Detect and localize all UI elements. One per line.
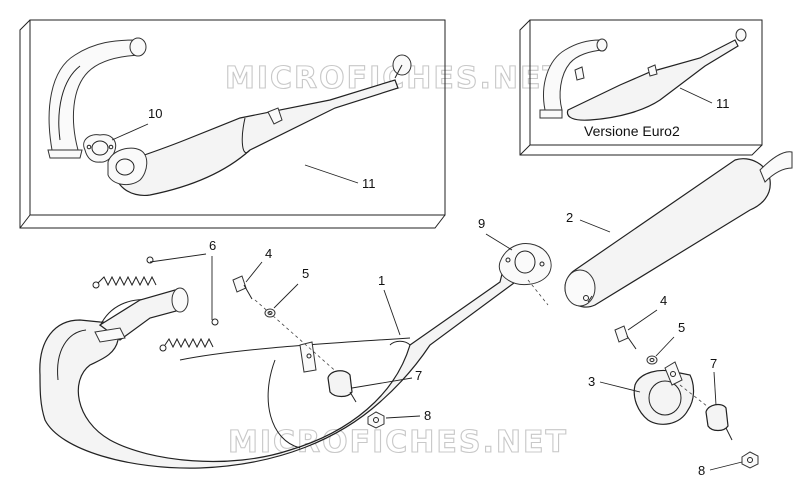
bolt-4-left [232,275,253,300]
spring-lower [159,318,219,352]
leader-9 [485,233,513,251]
leader-5-right [655,336,675,357]
clamp-3 [633,361,695,425]
callout-8-left: 8 [424,408,431,423]
chamber-bracket [299,341,317,373]
bolt-4-right [614,325,637,350]
nut-8-left [367,411,385,429]
callout-8-right: 8 [698,463,705,478]
leader-4-right [627,309,658,331]
callout-5-left: 5 [302,266,309,281]
leader-11-standard [304,164,359,184]
callout-7-right: 7 [710,356,717,371]
washer-5-right [646,355,658,365]
dash-9-to-2 [527,279,549,306]
gasket-9 [498,243,552,286]
leader-7-left [351,377,413,389]
nut-8-right [741,451,759,469]
callout-3: 3 [588,374,595,389]
callout-11-euro2: 11 [716,96,730,111]
callout-4-left: 4 [265,246,272,261]
leader-1 [383,289,401,336]
dash-bolt-left [254,299,341,376]
leader-10 [111,123,149,141]
inset-box-standard [19,19,446,229]
callout-7-left: 7 [415,368,422,383]
callout-5-right: 5 [678,320,685,335]
inset-gasket [83,134,117,163]
spring-upper [92,256,157,289]
silencer [564,151,793,308]
callout-2: 2 [566,210,573,225]
inlet-flange [94,287,189,343]
leader-2 [579,219,611,233]
callout-10: 10 [148,106,162,121]
leader-5-left [273,283,299,309]
leader-7-right [713,371,717,406]
callout-4-right: 4 [660,293,667,308]
leader-11-euro2 [679,87,713,104]
inset-header-pipe [47,37,147,159]
callout-9: 9 [478,216,485,231]
leader-6a [149,253,207,263]
inset-box-euro2 [519,19,763,156]
dash-clamp [679,384,713,411]
leader-4-left [245,261,263,283]
damper-7-left [327,370,357,403]
callout-6: 6 [209,238,216,253]
damper-7-right [705,403,733,441]
expansion-chamber [39,261,521,469]
callout-11-standard: 11 [362,176,376,191]
inset-caption: Versione Euro2 [584,123,680,139]
leader-3 [599,381,641,393]
inset-expansion-chamber [107,54,412,196]
leader-8-left [385,415,421,419]
callout-1: 1 [378,273,385,288]
leader-8-right [709,461,743,471]
inset-euro2-exhaust [539,28,747,121]
